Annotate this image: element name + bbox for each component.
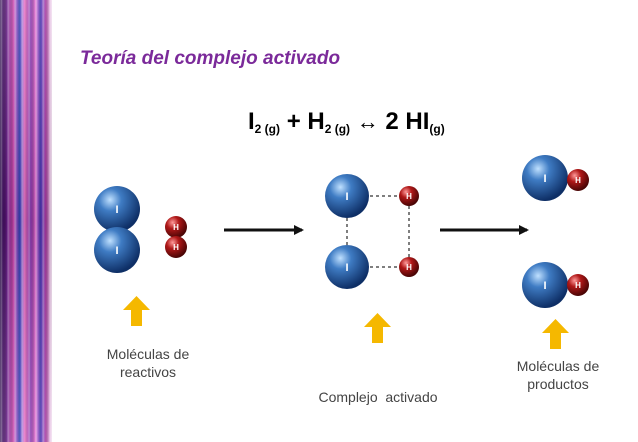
iodine-atom-label: I	[543, 173, 546, 185]
products-caption: Moléculas de productos	[488, 357, 628, 393]
hydrogen-atom	[399, 186, 419, 206]
reactant-iodine: I	[248, 108, 255, 135]
iodine-atom-label: I	[115, 204, 118, 216]
iodine-atom	[325, 174, 369, 218]
arrow-up-icon	[123, 296, 150, 326]
hydrogen-atom-label: H	[575, 176, 581, 185]
arrow-up-icon	[364, 313, 391, 343]
hydrogen-atom	[567, 274, 589, 296]
caption-line: productos	[527, 376, 589, 392]
iodine-atom-label: I	[345, 191, 348, 203]
iodine-atom	[522, 155, 568, 201]
iodine-atom-label: I	[345, 262, 348, 274]
caption-line: Complejo activado	[318, 389, 438, 405]
hydrogen-atom-label: H	[173, 223, 179, 232]
iodine-atom-label: I	[543, 280, 546, 292]
arrow-up-icon	[542, 319, 569, 349]
caption-line: Moléculas de	[106, 346, 190, 362]
reaction-equation: I2 (g) + H2 (g) ↔ 2 HI(g)	[248, 108, 445, 136]
equilibrium-arrow-icon: ↔	[356, 109, 379, 134]
caption-line: Moléculas de	[516, 358, 600, 374]
product-subscript: (g)	[429, 122, 445, 136]
hydrogen-atom-label: H	[406, 192, 412, 201]
product-hydrogen-iodide: 2 HI	[385, 108, 430, 135]
hydrogen-atom	[399, 257, 419, 277]
slide-title: Teoría del complejo activado	[80, 48, 341, 69]
caption-line: reactivos	[119, 364, 177, 380]
hydrogen-atom	[165, 236, 187, 258]
product-molecules: I H I H	[522, 155, 589, 308]
reactant-molecules: I I H H	[94, 186, 187, 273]
iodine-atom	[522, 262, 568, 308]
reactant-iodine-subscript: 2 (g)	[254, 122, 281, 136]
complex-caption: Complejo activado	[288, 352, 468, 424]
decorative-side-stripe	[0, 0, 52, 442]
hydrogen-atom-label: H	[173, 243, 179, 252]
hydrogen-atom	[567, 169, 589, 191]
iodine-atom	[94, 227, 140, 273]
reactant-hydrogen: H	[307, 108, 325, 135]
plus-sign: +	[286, 108, 301, 135]
iodine-atom	[94, 186, 140, 232]
iodine-atom-label: I	[115, 245, 118, 257]
reactant-hydrogen-subscript: 2 (g)	[324, 122, 351, 136]
hydrogen-atom-label: H	[575, 281, 581, 290]
activated-complex: I I H H	[325, 174, 419, 289]
iodine-atom	[325, 245, 369, 289]
hydrogen-atom-label: H	[406, 263, 412, 272]
reactants-caption: Moléculas de reactivos	[78, 345, 218, 381]
hydrogen-atom	[165, 216, 187, 238]
